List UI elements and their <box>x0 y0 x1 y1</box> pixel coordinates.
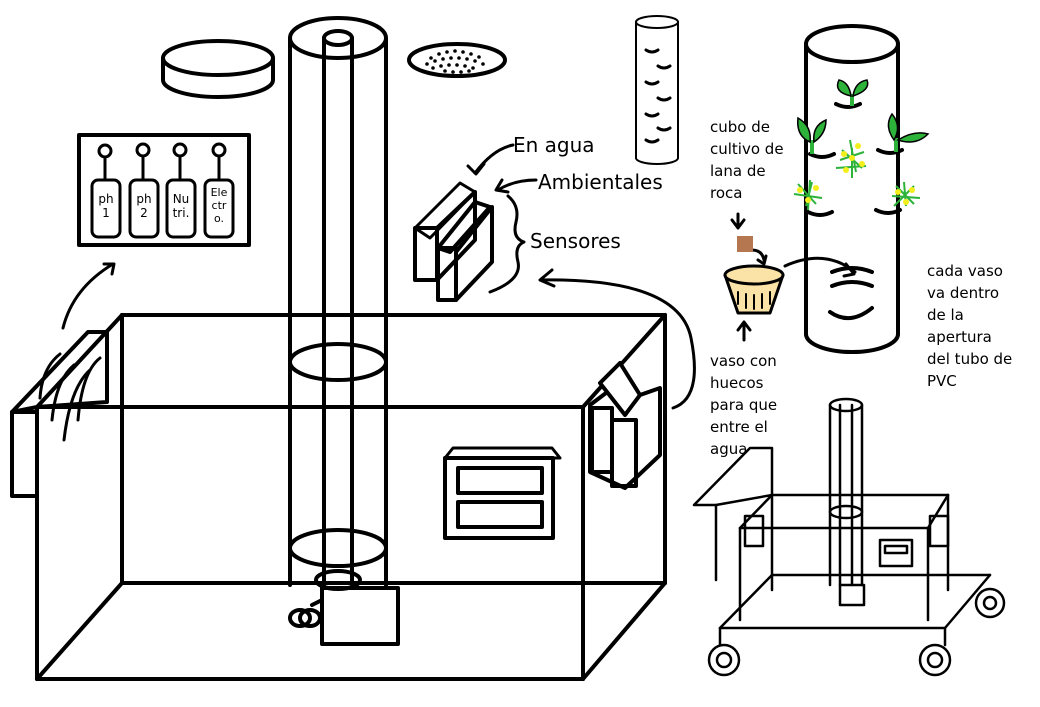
sensor-blocks <box>415 183 492 300</box>
bottle-label-ph2: ph 2 <box>132 192 156 220</box>
label-vaso-huecos: vaso con huecos para que entre el agua <box>710 350 802 460</box>
arrow-ambientales <box>498 180 536 190</box>
perforated-lid <box>409 44 505 76</box>
label-sensores: Sensores <box>530 229 621 253</box>
rock-wool-cube <box>737 236 753 252</box>
pvc-tube-with-plants <box>806 26 902 352</box>
sensor-bracket <box>490 196 524 292</box>
label-ambientales: Ambientales <box>538 170 663 194</box>
slit-pipe <box>636 16 678 164</box>
label-en-agua: En agua <box>513 133 595 157</box>
label-cada-vaso: cada vaso va dentro de la apertura del t… <box>927 260 1017 392</box>
arrow-rack-to-bottles <box>63 264 113 328</box>
control-box <box>445 448 560 538</box>
bottle-label-ph1: ph 1 <box>94 192 118 220</box>
main-pvc-tube <box>290 18 386 585</box>
tube-lid <box>163 41 273 97</box>
left-rack <box>12 332 107 496</box>
plant-sprouts <box>798 80 928 154</box>
label-cubo-lana-roca: cubo de cultivo de lana de roca <box>710 116 790 204</box>
net-cup <box>725 266 783 313</box>
bottle-label-electro: Ele ctr o. <box>206 186 232 225</box>
bottle-label-nutri: Nu tri. <box>168 192 194 220</box>
right-sensor-holder <box>590 363 660 488</box>
